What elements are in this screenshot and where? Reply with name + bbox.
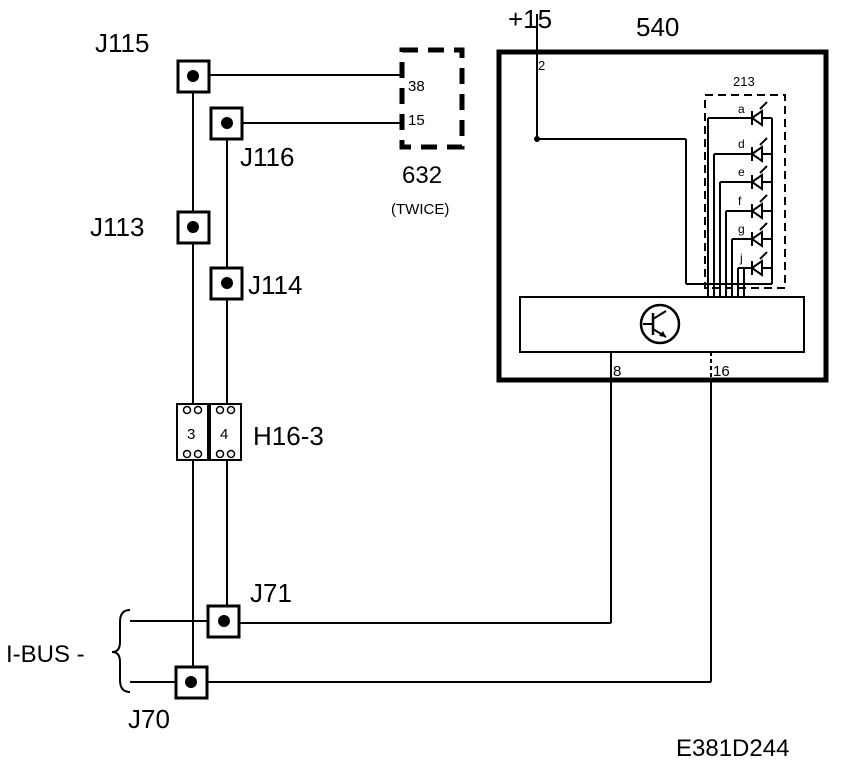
connector-j113-label: J113 bbox=[90, 212, 144, 242]
component-632-note: (TWICE) bbox=[391, 201, 449, 218]
led-j-icon bbox=[750, 251, 768, 277]
component-632-pin-38: 38 bbox=[408, 78, 425, 95]
connector-j114-label: J114 bbox=[248, 270, 302, 300]
connector-j115-label: J115 bbox=[95, 28, 149, 58]
connector-j71-label: J71 bbox=[250, 578, 292, 608]
connector-j113 bbox=[176, 210, 211, 245]
module-540-pin-8: 8 bbox=[613, 363, 621, 380]
module-540-pin-16: 16 bbox=[713, 363, 730, 380]
module-540-supply-label: +15 bbox=[508, 4, 552, 34]
connector-j70 bbox=[174, 665, 209, 700]
component-632-box bbox=[399, 47, 465, 150]
led-e-icon bbox=[750, 165, 768, 191]
h16-pin-4-label: 4 bbox=[220, 426, 228, 443]
led-a-icon bbox=[750, 101, 768, 127]
connector-j114 bbox=[209, 266, 244, 301]
led-d-icon bbox=[750, 137, 768, 163]
led-f-icon bbox=[750, 194, 768, 220]
transistor-icon bbox=[639, 303, 681, 345]
connector-h16-3 bbox=[176, 403, 242, 461]
connector-j71 bbox=[206, 604, 241, 639]
figure-code: E381D244 bbox=[676, 735, 789, 762]
module-540-label: 540 bbox=[636, 12, 679, 42]
connector-j116 bbox=[209, 106, 244, 141]
led-label-a: a bbox=[738, 102, 745, 116]
connector-j115 bbox=[176, 59, 211, 94]
led-label-j: j bbox=[739, 251, 743, 265]
h16-pin-3-label: 3 bbox=[187, 426, 195, 443]
led-g-icon bbox=[750, 222, 768, 248]
connector-j70-label: J70 bbox=[128, 704, 170, 734]
wire-network bbox=[130, 74, 712, 683]
led-label-d: d bbox=[738, 137, 745, 151]
driver-block bbox=[519, 296, 805, 353]
component-632-label: 632 bbox=[402, 162, 442, 189]
connector-j116-label: J116 bbox=[240, 142, 294, 172]
component-632-pin-15: 15 bbox=[408, 112, 425, 129]
led-label-f: f bbox=[738, 194, 742, 208]
led-label-g: g bbox=[738, 222, 745, 236]
connector-h16-3-label: H16-3 bbox=[253, 421, 324, 451]
module-540-box bbox=[496, 49, 829, 383]
led-label-e: e bbox=[738, 165, 745, 179]
i-bus-brace bbox=[111, 609, 131, 693]
led-group-213-label: 213 bbox=[733, 74, 755, 89]
i-bus-label: I-BUS - bbox=[6, 641, 85, 668]
led-array: a d e f g j bbox=[686, 101, 773, 297]
module-540-pin-2: 2 bbox=[538, 58, 545, 73]
